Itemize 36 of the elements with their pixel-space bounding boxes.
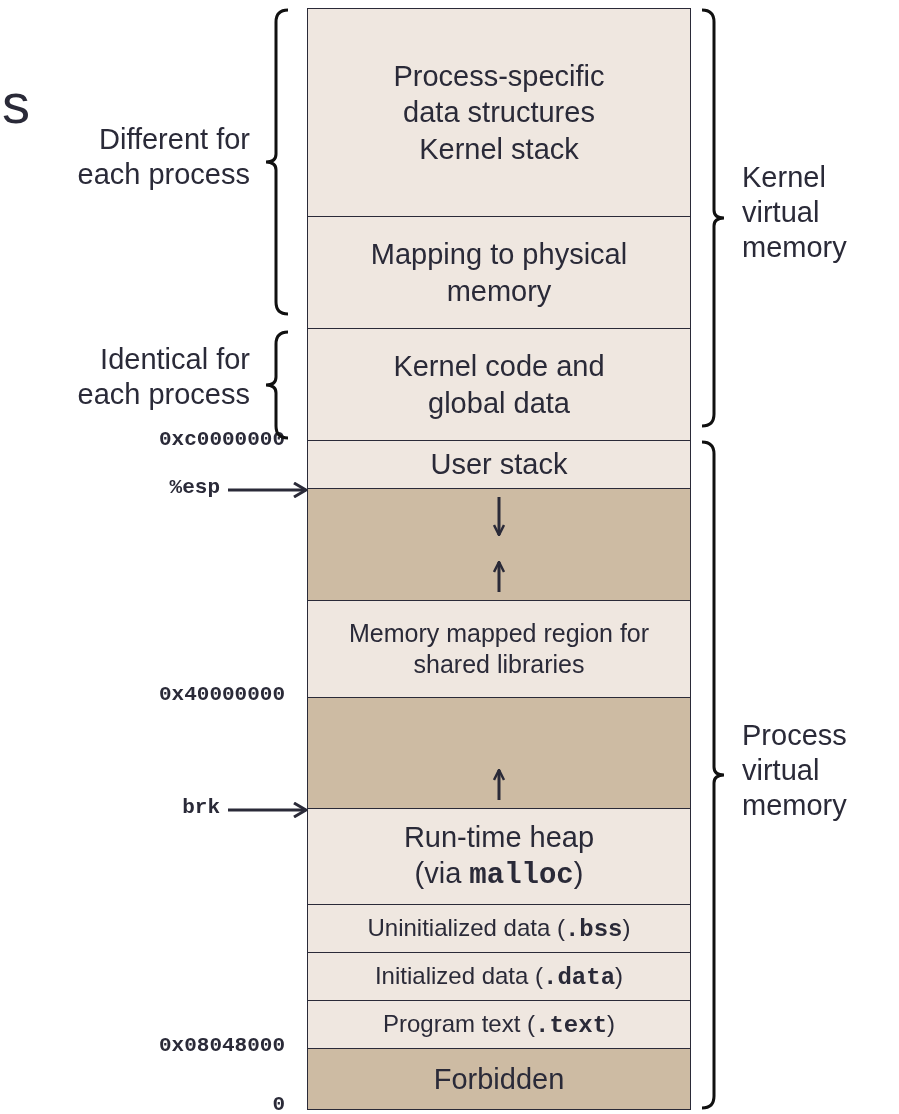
segment-label: Uninitialized data (.bss) bbox=[367, 912, 631, 945]
memory-segment bbox=[307, 216, 691, 329]
segment-label: Kernel code and global data bbox=[392, 349, 606, 421]
address-label: 0x40000000 bbox=[157, 682, 285, 708]
unused-memory-region bbox=[307, 488, 691, 601]
register-name: %esp bbox=[130, 474, 220, 502]
brace-label: Process virtual memory bbox=[742, 718, 848, 823]
segment-label: Forbidden bbox=[433, 1061, 565, 1097]
arrow bbox=[228, 481, 308, 499]
address-label: 0 bbox=[271, 1092, 285, 1114]
segment-label: Program text (.text) bbox=[382, 1008, 616, 1041]
segment-label: Process-specific data structures bbox=[392, 59, 606, 131]
segment-label: Kernel stack bbox=[419, 131, 579, 167]
unused-memory-region bbox=[307, 697, 691, 809]
brace-label: Kernel virtual memory bbox=[742, 160, 848, 265]
memory-segment bbox=[307, 440, 691, 489]
segment-label: User stack bbox=[430, 447, 568, 483]
brace-label: Identical for each process bbox=[76, 342, 250, 412]
memory-segment bbox=[307, 328, 691, 441]
arrow bbox=[228, 801, 308, 819]
brace-label: Different for each process bbox=[76, 122, 250, 192]
title-fragment: s bbox=[2, 71, 31, 137]
memory-segment bbox=[307, 1000, 691, 1049]
memory-segment bbox=[307, 600, 691, 698]
memory-segment bbox=[307, 1048, 691, 1110]
segment-label: Memory mapped region for shared libraries bbox=[347, 617, 651, 680]
pointer-name: brk bbox=[130, 794, 220, 822]
memory-segment bbox=[307, 808, 691, 905]
address-label: 0xc0000000 bbox=[157, 427, 285, 453]
segment-label: Run-time heap (via malloc) bbox=[402, 819, 596, 894]
memory-segment bbox=[307, 952, 691, 1001]
segment-label: Mapping to physical memory bbox=[369, 237, 629, 309]
memory-segment bbox=[307, 8, 691, 217]
address-label: 0x08048000 bbox=[157, 1033, 285, 1059]
segment-label: Initialized data (.data) bbox=[374, 960, 624, 993]
memory-segment bbox=[307, 904, 691, 953]
